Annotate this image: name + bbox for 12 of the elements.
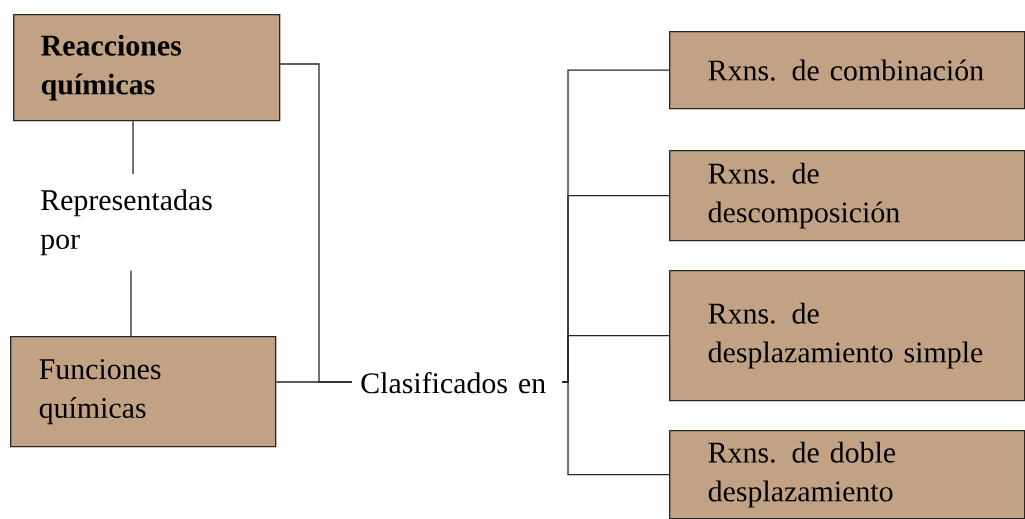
connector-line — [130, 269, 132, 337]
concept-box: Rxns. de descomposición — [669, 150, 1025, 242]
text-label: Representadas por — [40, 189, 212, 256]
concept-box: Rxns. de combinación — [669, 31, 1025, 110]
concept-box: Rxns. de desplazamiento simple — [669, 270, 1025, 402]
concept-box: Reacciones químicas — [13, 14, 281, 122]
connector-line — [561, 381, 670, 476]
connector-line — [275, 381, 353, 383]
concept-box: Rxns. de doble desplazamiento — [669, 430, 1025, 519]
connector-line — [132, 120, 134, 175]
text-label: Clasificados en — [361, 372, 546, 394]
concept-box: Funciones químicas — [10, 336, 277, 448]
